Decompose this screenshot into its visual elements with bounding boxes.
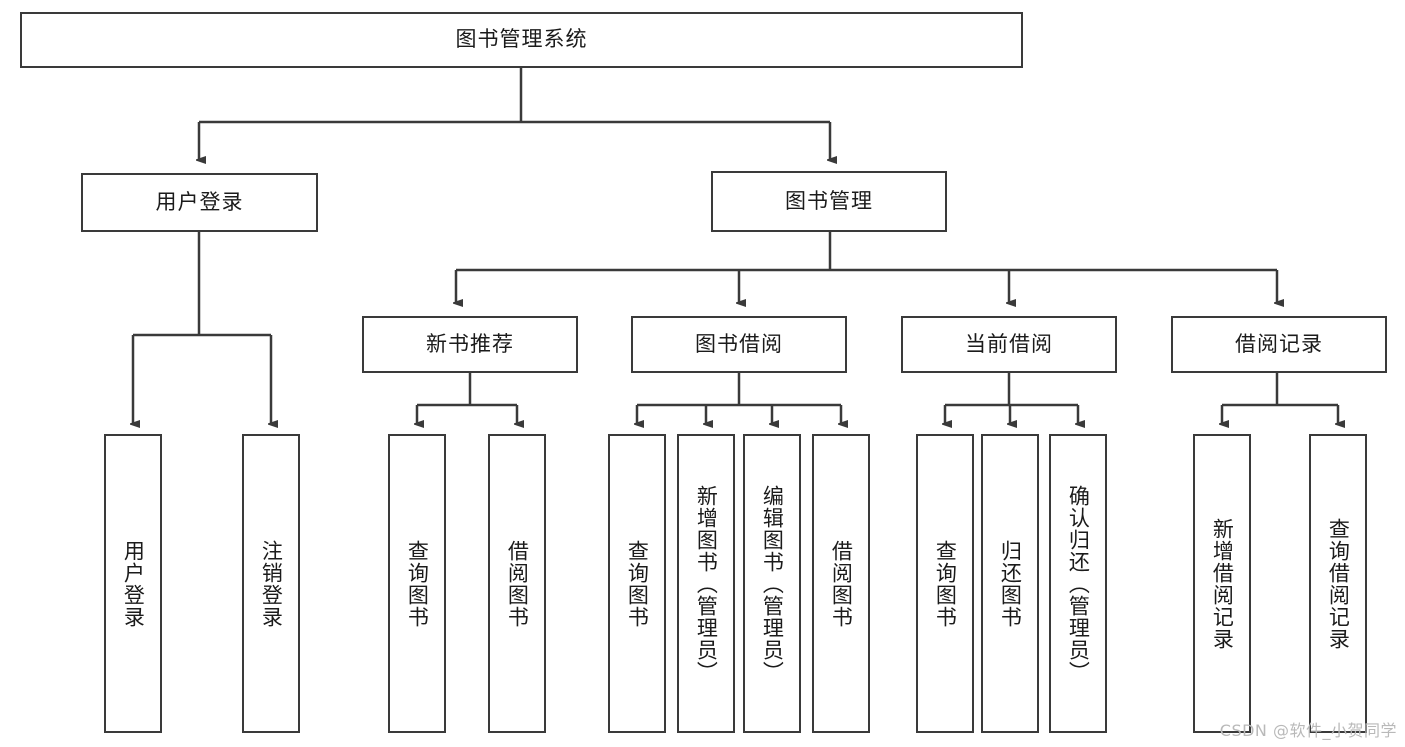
leaf-label: 注销登录 <box>259 539 284 628</box>
node-current-borrow-label: 当前借阅 <box>965 331 1053 356</box>
node-book-management[interactable]: 图书管理 <box>711 171 947 232</box>
leaf-user-login-logout[interactable]: 注销登录 <box>242 434 300 733</box>
leaf-label: 新增图书（管理员） <box>694 484 719 683</box>
leaf-label: 用户登录 <box>121 539 146 628</box>
node-root[interactable]: 图书管理系统 <box>20 12 1023 68</box>
leaf-label: 归还图书 <box>998 539 1023 628</box>
leaf-book-borrow-add[interactable]: 新增图书（管理员） <box>677 434 735 733</box>
node-current-borrow[interactable]: 当前借阅 <box>901 316 1117 373</box>
node-new-book-recommend[interactable]: 新书推荐 <box>362 316 578 373</box>
leaf-current-borrow-confirm-return[interactable]: 确认归还（管理员） <box>1049 434 1107 733</box>
node-user-login-label: 用户登录 <box>155 189 244 214</box>
leaf-label: 借阅图书 <box>505 539 530 628</box>
leaf-label: 确认归还（管理员） <box>1066 484 1091 683</box>
node-book-management-label: 图书管理 <box>785 188 873 213</box>
leaf-current-borrow-return[interactable]: 归还图书 <box>981 434 1039 733</box>
node-user-login[interactable]: 用户登录 <box>81 173 318 232</box>
leaf-book-borrow-query[interactable]: 查询图书 <box>608 434 666 733</box>
node-new-book-recommend-label: 新书推荐 <box>426 331 514 356</box>
leaf-new-book-borrow[interactable]: 借阅图书 <box>488 434 546 733</box>
node-root-label: 图书管理系统 <box>455 27 588 52</box>
leaf-current-borrow-query[interactable]: 查询图书 <box>916 434 974 733</box>
leaf-book-borrow-edit[interactable]: 编辑图书（管理员） <box>743 434 801 733</box>
leaf-user-login-login[interactable]: 用户登录 <box>104 434 162 733</box>
leaf-label: 查询图书 <box>625 539 650 628</box>
leaf-label: 查询借阅记录 <box>1326 517 1351 650</box>
node-book-borrow[interactable]: 图书借阅 <box>631 316 847 373</box>
watermark: CSDN @软件_小贺同学 <box>1219 721 1397 740</box>
leaf-book-borrow-borrow[interactable]: 借阅图书 <box>812 434 870 733</box>
node-borrow-record-label: 借阅记录 <box>1235 331 1323 356</box>
leaf-label: 新增借阅记录 <box>1210 517 1235 650</box>
leaf-borrow-record-add[interactable]: 新增借阅记录 <box>1193 434 1251 733</box>
leaf-label: 借阅图书 <box>829 539 854 628</box>
leaf-label: 查询图书 <box>933 539 958 628</box>
leaf-new-book-query[interactable]: 查询图书 <box>388 434 446 733</box>
leaf-label: 编辑图书（管理员） <box>760 484 785 683</box>
node-book-borrow-label: 图书借阅 <box>695 331 783 356</box>
node-borrow-record[interactable]: 借阅记录 <box>1171 316 1387 373</box>
leaf-label: 查询图书 <box>405 539 430 628</box>
leaf-borrow-record-query[interactable]: 查询借阅记录 <box>1309 434 1367 733</box>
